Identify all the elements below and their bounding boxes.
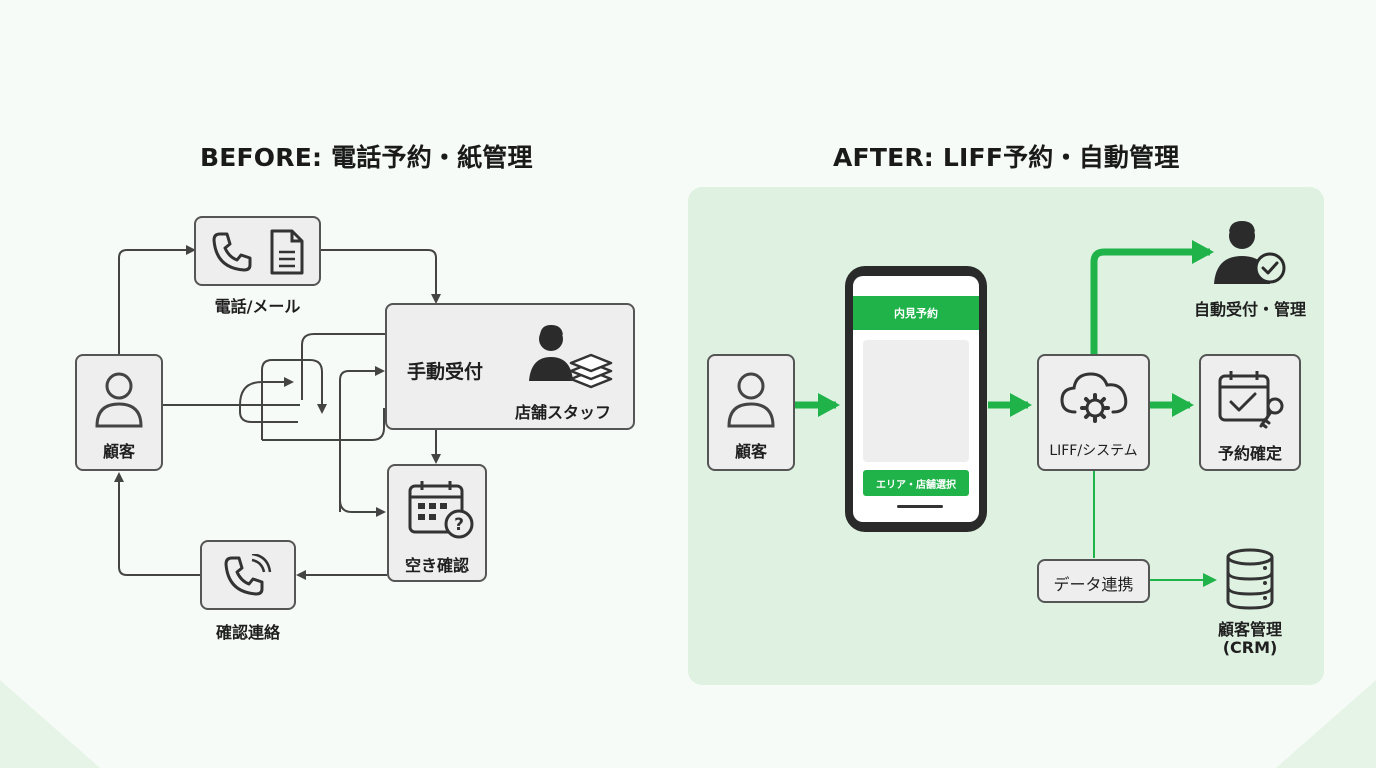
- svg-text:?: ?: [454, 515, 464, 535]
- data-link-label: データ連携: [1053, 575, 1134, 594]
- crm-label-line1: 顧客管理: [1217, 620, 1282, 639]
- area-store-select-button[interactable]: エリア・店舗選択: [863, 470, 969, 496]
- tangle-line-6: [262, 408, 385, 441]
- before-title: BEFORE: 電話予約・紙管理: [200, 143, 533, 172]
- booking-confirmed-node: 予約確定: [1199, 354, 1301, 471]
- phone-mail-label: 電話/メール: [214, 297, 301, 316]
- phone-home-bar: [897, 505, 943, 508]
- database-icon: [1226, 548, 1274, 610]
- cloud-gear-icon: [1060, 372, 1128, 423]
- tangle-line-3: [261, 359, 327, 440]
- liff-system-node: LIFF/システム: [1037, 354, 1150, 471]
- person-icon: [95, 372, 143, 428]
- arrow-to-reception: [339, 366, 385, 512]
- after-customer-node: 顧客: [707, 354, 795, 471]
- manual-reception-label: 手動受付: [407, 361, 484, 383]
- background-corner-right: [1276, 680, 1376, 768]
- arrow-phone-mail-to-reception: [321, 249, 441, 304]
- manual-reception-node: 手動受付 店舗スタッフ: [385, 303, 635, 430]
- crm-label-line2: (CRM): [1222, 638, 1278, 657]
- tangle-line-2: [239, 377, 294, 406]
- calendar-question-icon: ?: [408, 481, 474, 539]
- after-customer-label: 顧客: [734, 442, 767, 461]
- data-link-node: データ連携: [1037, 559, 1150, 603]
- phone-mail-node: [194, 216, 321, 286]
- arrow-customer-to-phone-mail: [118, 245, 196, 354]
- phone-call-icon: [224, 554, 272, 596]
- document-icon: [270, 229, 304, 275]
- auto-reception-label: 自動受付・管理: [1193, 300, 1306, 319]
- background-corner-left: [0, 680, 100, 768]
- smartphone-mockup: 内見予約 エリア・店舗選択: [845, 266, 987, 532]
- after-title: AFTER: LIFF予約・自動管理: [833, 143, 1180, 172]
- confirmation-contact-label: 確認連絡: [215, 623, 280, 642]
- person-icon: [727, 372, 775, 428]
- arrow-confirmation-to-customer: [114, 472, 200, 576]
- tangle-line-4: [301, 333, 386, 400]
- before-customer-node: 顧客: [75, 354, 163, 471]
- booking-confirmed-label: 予約確定: [1217, 444, 1282, 463]
- availability-check-label: 空き確認: [404, 556, 469, 575]
- availability-check-node: ? 空き確認: [387, 464, 487, 582]
- phone-content-area: [863, 340, 969, 462]
- liff-system-label: LIFF/システム: [1049, 443, 1138, 459]
- phone-header: 内見予約: [853, 296, 979, 330]
- store-staff-label: 店舗スタッフ: [515, 403, 612, 422]
- paper-stack-icon: [569, 353, 613, 389]
- tangle-line-5: [239, 405, 298, 423]
- phone-icon: [212, 232, 252, 272]
- calendar-check-key-icon: [1218, 371, 1284, 429]
- phone-screen: 内見予約 エリア・店舗選択: [853, 276, 979, 522]
- confirmation-contact-node: [200, 540, 296, 610]
- staff-person-icon: [529, 325, 573, 381]
- person-check-icon: [1214, 221, 1286, 284]
- before-customer-label: 顧客: [102, 442, 135, 461]
- arrow-system-to-auto-reception: [1090, 240, 1214, 354]
- arrow-to-availability: [339, 499, 386, 517]
